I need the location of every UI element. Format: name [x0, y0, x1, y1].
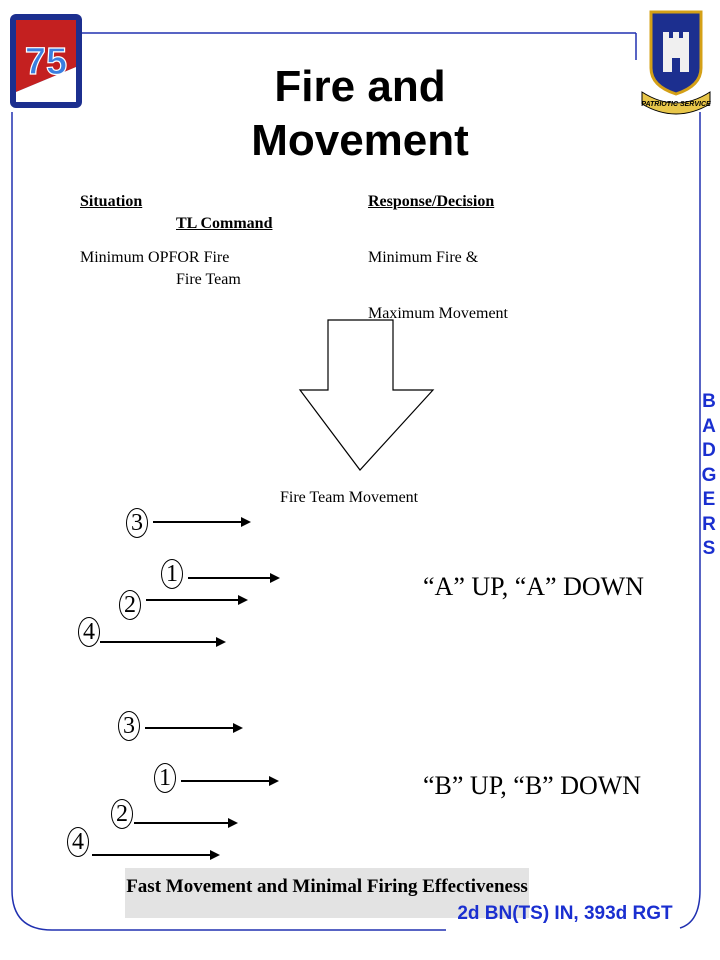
team-marker-4: 4: [67, 827, 89, 857]
team-marker-3: 3: [126, 508, 148, 538]
unit-patch-logo: 75: [8, 12, 84, 110]
page-title: Fire and Movement: [251, 62, 469, 165]
svg-text:PATRIOTIC SERVICE: PATRIOTIC SERVICE: [641, 101, 711, 108]
side-letter: E: [702, 489, 716, 510]
tl-command-heading: TL Command: [176, 215, 273, 232]
team-marker-2: 2: [119, 590, 141, 620]
side-letter: G: [701, 464, 717, 486]
situation-heading: Situation: [80, 193, 143, 210]
movement-arrow-icon: [100, 637, 226, 647]
movement-arrow-icon: [153, 517, 251, 527]
response-line-1: Minimum Fire &: [368, 249, 479, 266]
team-marker-1: 1: [154, 763, 176, 793]
movement-arrow-icon: [188, 573, 280, 583]
group-b-label: “B” UP, “B” DOWN: [423, 771, 642, 800]
side-letter: B: [702, 391, 716, 412]
group-a-label: “A” UP, “A” DOWN: [423, 572, 644, 601]
regimental-crest-logo: PATRIOTIC SERVICE: [636, 8, 716, 118]
arrow-caption: Fire Team Movement: [280, 489, 419, 506]
situation-text: Minimum OPFOR Fire: [80, 249, 230, 266]
tl-command-text: Fire Team: [176, 271, 241, 288]
svg-text:75: 75: [25, 41, 67, 83]
regimental-crest-icon: PATRIOTIC SERVICE: [641, 10, 711, 115]
badgers-side-text: B A D G E R S: [700, 390, 718, 562]
side-letter: R: [702, 513, 716, 535]
movement-arrow-icon: [134, 818, 238, 828]
movement-arrow-icon: [181, 776, 279, 786]
side-letter: D: [702, 440, 716, 461]
movement-arrow-icon: [146, 595, 248, 605]
team-marker-3: 3: [118, 711, 140, 741]
down-arrow-icon: [298, 319, 435, 471]
unit-patch-icon: 75: [10, 14, 82, 108]
footer-box: [125, 868, 529, 918]
side-letter: A: [702, 415, 716, 437]
movement-arrow-icon: [92, 850, 220, 860]
side-letter: S: [702, 538, 716, 559]
footer-text: Fast Movement and Minimal Firing Effecti…: [126, 876, 528, 897]
unit-designation: 2d BN(TS) IN, 393d RGT: [457, 903, 673, 924]
response-line-2: Maximum Movement: [368, 305, 508, 322]
team-marker-1: 1: [161, 559, 183, 589]
team-marker-4: 4: [78, 617, 100, 647]
response-heading: Response/Decision: [368, 193, 495, 210]
movement-arrow-icon: [145, 723, 243, 733]
team-marker-2: 2: [111, 799, 133, 829]
